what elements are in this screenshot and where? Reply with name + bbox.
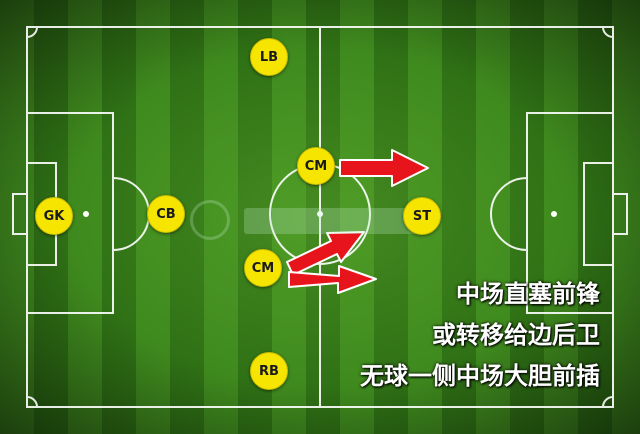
- caption-line-2: 或转移给边后卫: [432, 321, 600, 349]
- watermark-logo: [190, 198, 430, 242]
- right-penalty-arc: [490, 177, 528, 251]
- player-cb: CB: [147, 195, 185, 233]
- player-rb: RB: [250, 352, 288, 390]
- right-penalty-spot: [551, 211, 557, 217]
- left-penalty-spot: [83, 211, 89, 217]
- watermark-wordmark: [244, 208, 424, 234]
- player-lb: LB: [250, 38, 288, 76]
- arrow-cm-upper: [286, 231, 365, 276]
- corner-arc-top-right: [602, 26, 614, 38]
- player-cm-bottom: CM: [244, 249, 282, 287]
- left-penalty-arc: [112, 177, 150, 251]
- player-gk: GK: [35, 197, 73, 235]
- center-spot: [317, 211, 323, 217]
- player-cm-top: CM: [297, 147, 335, 185]
- watermark-badge: [190, 200, 230, 240]
- corner-arc-bottom-right: [602, 396, 614, 408]
- left-goal: [12, 193, 28, 235]
- caption-line-3: 无球一侧中场大胆前插: [360, 362, 600, 390]
- arrow-cm-lower: [288, 265, 377, 294]
- right-goal-area: [583, 162, 614, 266]
- caption-line-1: 中场直塞前锋: [456, 280, 600, 308]
- corner-arc-top-left: [26, 26, 38, 38]
- right-goal: [612, 193, 628, 235]
- arrow-cm-to-st: [339, 149, 429, 187]
- corner-arc-bottom-left: [26, 396, 38, 408]
- player-st: ST: [403, 197, 441, 235]
